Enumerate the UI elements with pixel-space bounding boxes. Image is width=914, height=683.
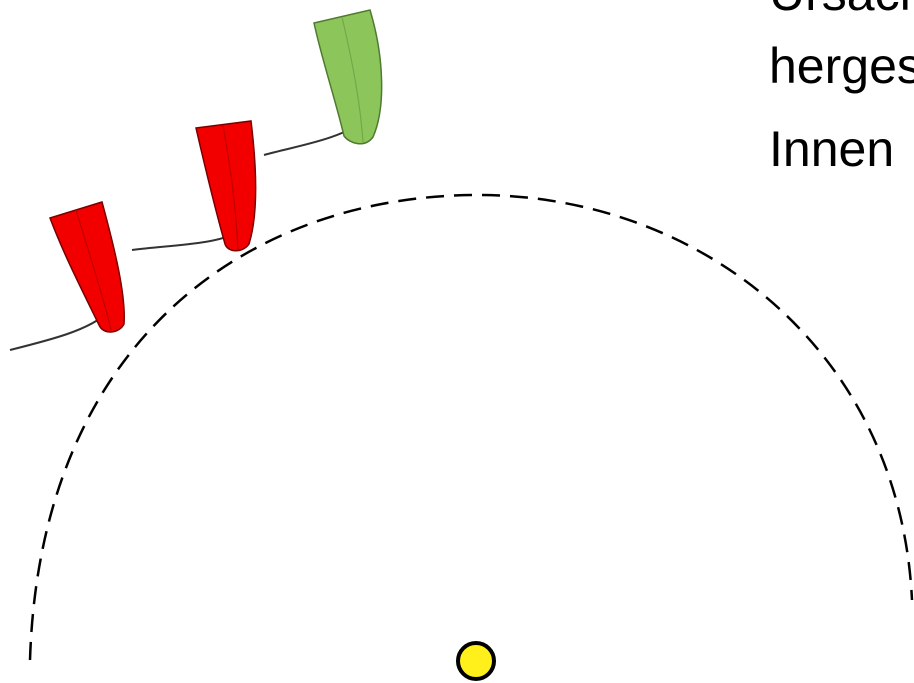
caption-line-3: Innen <box>769 121 895 177</box>
mark-buoy <box>456 641 496 681</box>
trailing-boat <box>195 120 257 252</box>
last-boat-wake <box>9 311 109 351</box>
leading-boat <box>313 9 383 145</box>
last-boat <box>49 201 125 333</box>
caption-line-1: Ursache <box>769 0 914 22</box>
caption-line-2: hergestellt <box>769 38 914 94</box>
zone-circle <box>28 193 914 661</box>
